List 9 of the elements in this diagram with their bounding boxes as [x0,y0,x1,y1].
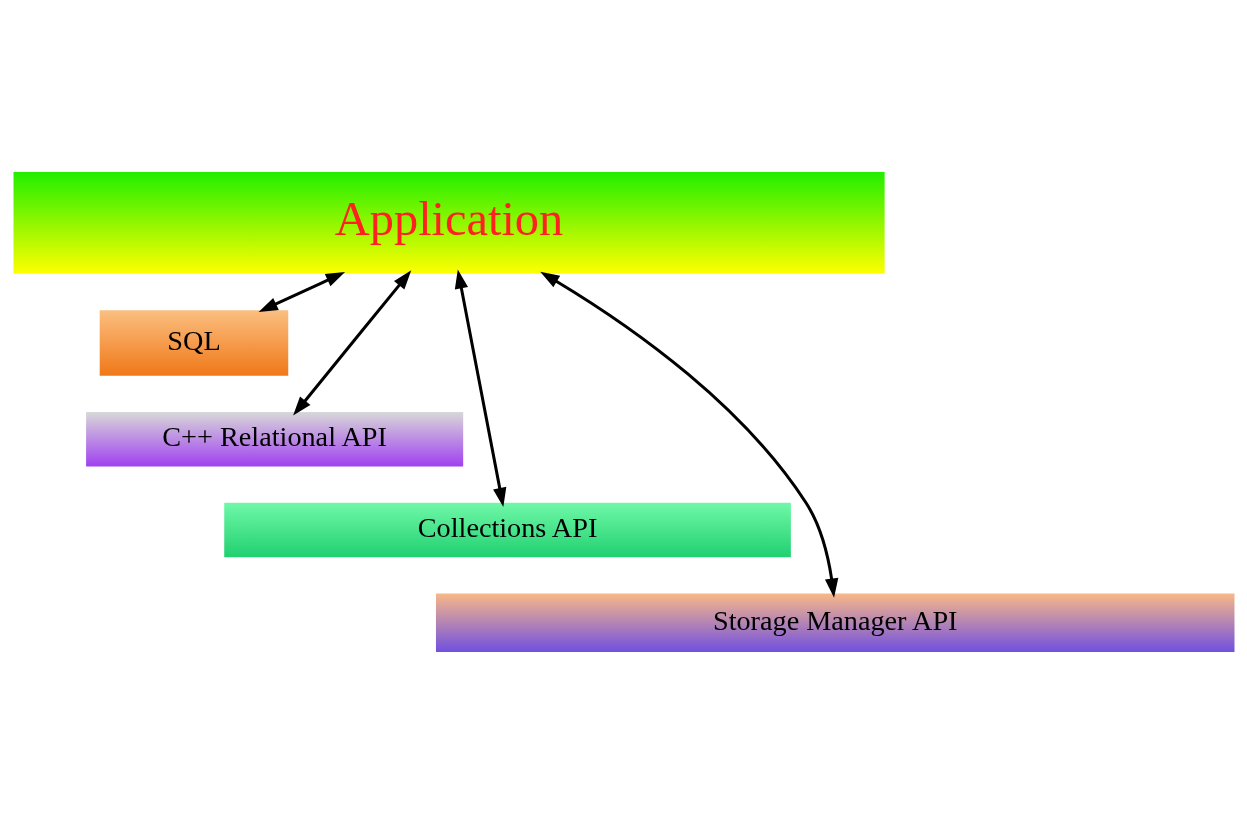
arrow [454,269,506,507]
arrow [292,269,411,416]
arrow [258,271,345,312]
node-box: Storage Manager API [435,593,1234,652]
node-box: SQL [99,309,288,376]
node-box: C++ Relational API [85,411,463,466]
node-box: Application [13,171,885,274]
arrow [539,271,838,598]
node-box: Collections API [223,502,791,557]
